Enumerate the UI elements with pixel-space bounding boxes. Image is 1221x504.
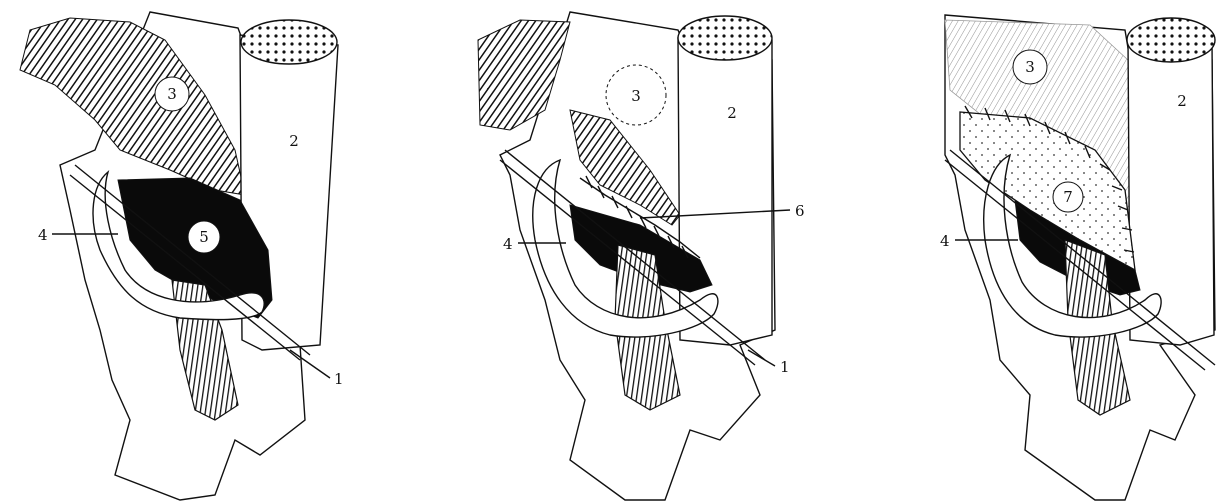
- panel-3: 3 7 2 4: [940, 15, 1215, 500]
- panel-1-label-4: 4: [38, 226, 48, 244]
- panel-2-label-4: 4: [503, 235, 513, 253]
- panel-1-label-3: 3: [167, 85, 177, 103]
- panel-2-label-2: 2: [727, 104, 737, 122]
- panel-3-muscle-2-top: [1127, 18, 1215, 62]
- panel-1-muscle-2-top: [241, 20, 337, 64]
- panel-2-muscle-2-top: [678, 16, 772, 60]
- panel-3-label-2: 2: [1177, 92, 1187, 110]
- panel-1-label-1: 1: [334, 370, 344, 388]
- panel-3-label-4: 4: [940, 232, 950, 250]
- panel-2-muscle-2: [678, 38, 772, 345]
- panel-3-label-7: 7: [1063, 188, 1073, 206]
- panel-3-label-3: 3: [1025, 58, 1035, 76]
- panel-2-label-6: 6: [795, 202, 805, 220]
- panel-3-muscle-2: [1128, 40, 1214, 345]
- panel-2-label-1: 1: [780, 358, 790, 376]
- panel-2-leader-1: [748, 350, 775, 366]
- panel-1-label-5: 5: [199, 228, 209, 246]
- panel-2-label-3: 3: [631, 87, 641, 105]
- panel-1: 3 5 2 4 1: [20, 12, 344, 500]
- panel-2: 3 2 6 4 1: [478, 12, 805, 500]
- panel-1-label-2: 2: [289, 132, 299, 150]
